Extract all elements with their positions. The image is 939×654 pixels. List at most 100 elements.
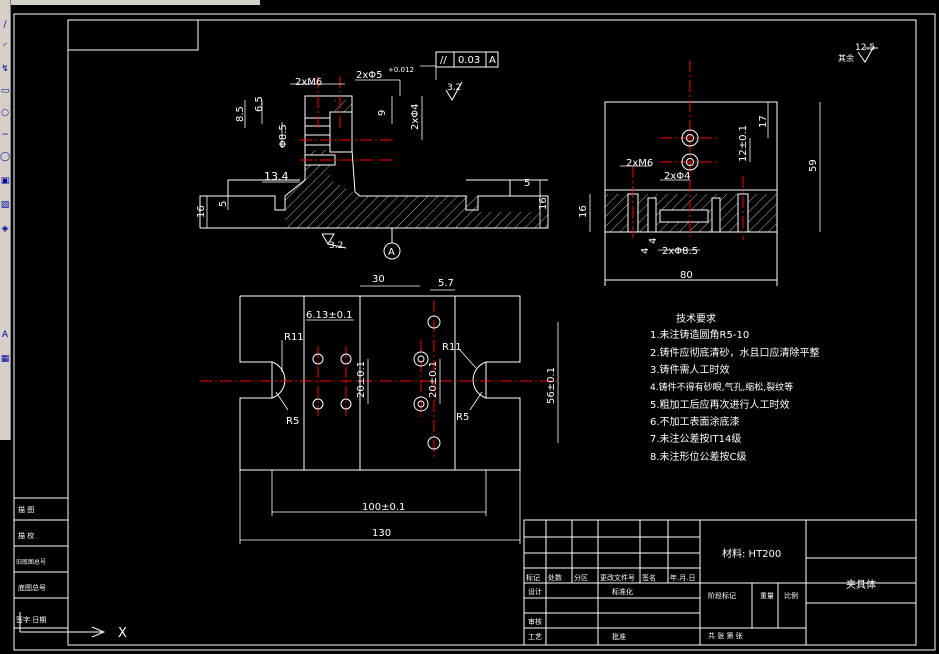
- drawing-frame: [13, 13, 936, 651]
- dim-text: +0.012: [388, 66, 414, 74]
- dim-text: R11: [284, 332, 304, 343]
- svg-text:阶段标记: 阶段标记: [708, 591, 736, 600]
- surface-finish-symbol: 3.2 3.2: [321, 81, 463, 251]
- svg-text:4.铸件不得有砂眼,气孔,缩松,裂纹等: 4.铸件不得有砂眼,气孔,缩松,裂纹等: [650, 381, 793, 393]
- dim-text: 5: [218, 201, 229, 207]
- draw-toolbar: / ◜ ↯ ▭ ○ ~ ◯ ▣ ▨ ◈ A ▦: [0, 0, 11, 440]
- svg-text:材料: HT200: 材料: HT200: [722, 547, 781, 560]
- polyline-icon[interactable]: ↯: [1, 64, 9, 74]
- dim-text: 6.5: [254, 96, 265, 112]
- svg-text:3.2: 3.2: [329, 241, 343, 251]
- svg-text:标记: 标记: [526, 573, 540, 582]
- dim-text: 80: [680, 270, 693, 281]
- hatch-icon[interactable]: ▨: [0, 200, 10, 210]
- arc-icon[interactable]: ◜: [3, 42, 7, 52]
- svg-text:12.5: 12.5: [855, 43, 875, 53]
- dim-text: 100±0.1: [362, 502, 405, 513]
- svg-text:分区: 分区: [574, 573, 588, 582]
- dim-text: 9: [377, 110, 388, 116]
- table-icon[interactable]: ▦: [0, 354, 10, 364]
- dim-text: 2xM6: [626, 158, 653, 169]
- svg-text:审核: 审核: [528, 617, 542, 626]
- surface-roughness-note: 12.5 其余: [838, 43, 878, 63]
- svg-text:更改文件号: 更改文件号: [600, 573, 635, 582]
- svg-text:夹具体: 夹具体: [846, 578, 876, 591]
- dim-text: R5: [456, 412, 469, 423]
- line-icon[interactable]: /: [3, 20, 7, 30]
- dim-text: 8.5: [235, 106, 246, 122]
- dim-text: 56±0.1: [546, 367, 557, 404]
- svg-text:比例: 比例: [784, 591, 798, 600]
- circle-icon[interactable]: ○: [1, 108, 9, 118]
- svg-text:描 校: 描 校: [18, 531, 34, 540]
- svg-text:0.03: 0.03: [458, 55, 480, 66]
- dim-text: 12±0.1: [738, 125, 749, 162]
- top-menu-strip: [0, 0, 260, 5]
- ellipse-icon[interactable]: ◯: [0, 152, 11, 162]
- svg-text:签字 日期: 签字 日期: [16, 615, 46, 624]
- datum-symbol: A: [383, 228, 401, 260]
- svg-text:3.2: 3.2: [447, 83, 461, 93]
- dim-text: R11: [442, 342, 462, 353]
- svg-text:批准: 批准: [612, 632, 626, 641]
- dim-text: 30: [372, 274, 385, 285]
- svg-text:X: X: [118, 626, 127, 641]
- dim-text: Φ8.5: [278, 124, 289, 148]
- svg-text:A: A: [388, 247, 395, 258]
- svg-text:年.月.日: 年.月.日: [670, 573, 695, 582]
- dim-text: 4: [648, 238, 659, 244]
- dim-text: 16: [196, 205, 207, 218]
- dim-text: 16: [538, 197, 549, 210]
- svg-text:工艺: 工艺: [528, 633, 542, 641]
- dim-text: 4: [640, 248, 651, 254]
- title-block: 标记 处数 分区 更改文件号 签名 年.月.日 设计 标准化 审核 工艺 批准 …: [523, 519, 917, 646]
- region-icon[interactable]: ◈: [1, 224, 9, 234]
- svg-text:6.不加工表面涂底漆: 6.不加工表面涂底漆: [650, 415, 740, 428]
- dim-text: 2xΦ4: [664, 171, 691, 182]
- svg-text:签名: 签名: [642, 573, 656, 582]
- dim-text: R5: [286, 416, 299, 427]
- geometric-tolerance-frame: // 0.03 A: [435, 51, 499, 68]
- svg-text:5.粗加工后应再次进行人工时效: 5.粗加工后应再次进行人工时效: [650, 398, 790, 411]
- dim-text: 59: [808, 159, 819, 172]
- svg-text://: //: [440, 55, 447, 66]
- dim-text: 2xΦ4: [410, 103, 421, 130]
- side-view: 2xM6 2xΦ4 12±0.1 17 59 16 4 4 2xΦ8.5 80: [578, 60, 821, 286]
- dim-text: 20±0.1: [356, 361, 367, 398]
- dim-text: 16: [578, 205, 589, 218]
- svg-text:8.未注形位公差按C级: 8.未注形位公差按C级: [650, 450, 747, 463]
- svg-text:7.未注公差按IT14级: 7.未注公差按IT14级: [650, 432, 741, 445]
- technical-requirements: 技术要求 1.未注铸造圆角R5-10 2.铸件应彻底清砂，水且口应清除平整 3.…: [650, 312, 820, 463]
- svg-text:重量: 重量: [760, 592, 774, 600]
- spline-icon[interactable]: ~: [1, 130, 9, 140]
- svg-text:技术要求: 技术要求: [676, 312, 716, 325]
- dim-text: 2xM6: [295, 77, 322, 88]
- svg-text:2.铸件应彻底清砂，水且口应清除平整: 2.铸件应彻底清砂，水且口应清除平整: [650, 346, 820, 359]
- svg-text:处数: 处数: [548, 573, 562, 582]
- dim-text: 2xΦ8.5: [662, 246, 698, 257]
- dim-text: 130: [372, 528, 391, 539]
- dim-text: 13.4: [264, 170, 289, 183]
- dim-text: 20±0.1: [428, 361, 439, 398]
- dim-text: 5: [524, 178, 530, 189]
- svg-text:设计: 设计: [528, 587, 542, 596]
- svg-text:3.铸件需人工时效: 3.铸件需人工时效: [650, 363, 730, 376]
- svg-text:A: A: [489, 55, 496, 66]
- svg-text:旧底图总号: 旧底图总号: [16, 558, 46, 566]
- left-signature-block: 描 图 描 校 旧底图总号 底图总号 签字 日期: [13, 497, 69, 629]
- block-icon[interactable]: ▣: [0, 176, 10, 186]
- dim-text: 17: [758, 115, 769, 128]
- dim-text: 5.7: [438, 278, 454, 289]
- svg-text:底图总号: 底图总号: [18, 583, 46, 592]
- dim-text: 6.13±0.1: [306, 310, 353, 321]
- svg-text:描 图: 描 图: [18, 505, 34, 514]
- rectangle-icon[interactable]: ▭: [0, 86, 10, 96]
- front-view: 2xM6 2xΦ5 +0.012 8.5 6.5 Φ8.5 9 2xΦ4 13.…: [196, 51, 549, 260]
- text-icon[interactable]: A: [1, 330, 9, 340]
- svg-text:共 张 第 张: 共 张 第 张: [708, 631, 743, 640]
- svg-text:其余: 其余: [838, 53, 854, 63]
- ucs-icon: X: [19, 612, 127, 641]
- svg-text:标准化: 标准化: [612, 587, 633, 596]
- svg-text:1.未注铸造圆角R5-10: 1.未注铸造圆角R5-10: [650, 328, 749, 341]
